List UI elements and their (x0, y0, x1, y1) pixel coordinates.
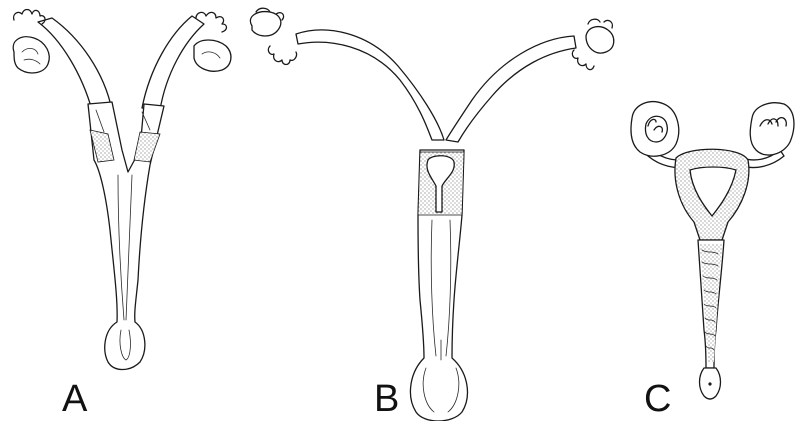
panel-a-drawing (13, 10, 231, 370)
panel-label-a: A (62, 380, 87, 418)
panel-b-right-horn (446, 36, 576, 142)
panel-a-left-horn (38, 18, 112, 110)
panel-b-left-fimbria (268, 46, 296, 65)
panel-b-left-horn (296, 30, 444, 140)
panel-c-drawing (631, 102, 794, 399)
panel-c-right-ovary (750, 103, 794, 155)
panel-a-wall-right (134, 132, 160, 162)
panel-b-right-fimbria (572, 50, 594, 70)
panel-b-right-ovary (586, 27, 614, 53)
panel-a-right-ovary (194, 40, 231, 71)
panel-b-drawing (250, 8, 613, 421)
panel-a-left-ovary (13, 37, 49, 73)
panel-label-b: B (374, 380, 399, 418)
panel-a-right-horn (142, 16, 204, 110)
panel-label-c: C (644, 380, 671, 418)
panel-b-left-ovary (250, 12, 280, 36)
